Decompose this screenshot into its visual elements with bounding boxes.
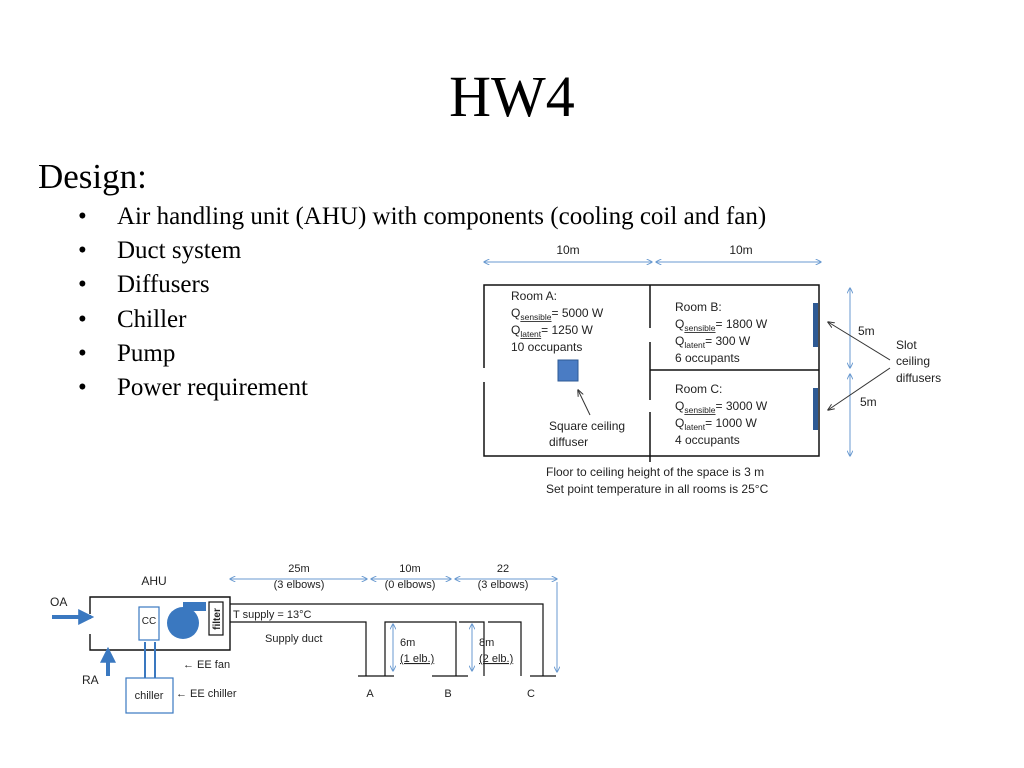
room-c-label: Room C: Qsensible= 3000 W Qlatent= 1000 … bbox=[675, 382, 768, 447]
slot-diffuser-label: ceiling bbox=[896, 354, 930, 368]
segment-label: 10m bbox=[399, 563, 420, 575]
square-ceiling-diffuser-icon bbox=[557, 359, 579, 382]
supply-temperature-label: T supply = 13°C bbox=[233, 609, 312, 621]
drop-label: 6m bbox=[400, 637, 415, 649]
pointer-arrow bbox=[828, 367, 891, 410]
svg-text:4 occupants: 4 occupants bbox=[675, 433, 740, 447]
segment-label: (3 elbows) bbox=[274, 579, 325, 591]
filter-box bbox=[208, 601, 224, 636]
segment-label: 25m bbox=[288, 563, 309, 575]
svg-text:Room C:: Room C: bbox=[675, 382, 722, 396]
design-bullet-list: Air handling unit (AHU) with components … bbox=[78, 200, 766, 405]
chiller-label: chiller bbox=[135, 690, 164, 702]
drop-label: (1 elb.) bbox=[400, 653, 434, 665]
svg-text:Qlatent= 300 W: Qlatent= 300 W bbox=[675, 334, 751, 350]
segment-label: 22 bbox=[497, 563, 509, 575]
svg-text:Qsensible= 1800 W: Qsensible= 1800 W bbox=[675, 317, 768, 333]
bullet-item: Chiller bbox=[78, 303, 766, 337]
ra-label: RA bbox=[82, 673, 99, 687]
slot-diffuser-label: diffusers bbox=[896, 371, 941, 385]
outlet-label: C bbox=[527, 688, 535, 700]
segment-label: (0 elbows) bbox=[385, 579, 436, 591]
pointer-arrow bbox=[578, 390, 591, 416]
ee-chiller-label: ← EE chiller bbox=[176, 688, 237, 700]
cooling-coil-box bbox=[138, 606, 160, 641]
pointer-arrow bbox=[828, 322, 891, 361]
svg-text:6 occupants: 6 occupants bbox=[675, 351, 740, 365]
ee-fan-label: ← EE fan bbox=[183, 659, 230, 671]
room-b-label: Room B: Qsensible= 1800 W Qlatent= 300 W… bbox=[675, 300, 768, 365]
fan-icon bbox=[167, 602, 206, 639]
floor-plan-note: Set point temperature in all rooms is 25… bbox=[546, 482, 769, 496]
svg-text:10 occupants: 10 occupants bbox=[511, 340, 582, 354]
dimension-label: 10m bbox=[729, 243, 752, 257]
ahu-label: AHU bbox=[141, 574, 166, 588]
floor-plan-note: Floor to ceiling height of the space is … bbox=[546, 465, 764, 479]
chiller-box bbox=[125, 677, 174, 714]
svg-text:Qlatent= 1250 W: Qlatent= 1250 W bbox=[511, 323, 594, 339]
segment-label: (3 elbows) bbox=[478, 579, 529, 591]
room-a-label: Room A: Qsensible= 5000 W Qlatent= 1250 … bbox=[511, 289, 604, 354]
outlet-label: B bbox=[444, 688, 451, 700]
bullet-item: Air handling unit (AHU) with components … bbox=[78, 200, 766, 234]
filter-label: filter bbox=[212, 608, 223, 630]
supply-duct-label: Supply duct bbox=[265, 633, 322, 645]
cooling-coil-label: CC bbox=[142, 616, 156, 627]
dimension-label: 5m bbox=[860, 395, 877, 409]
svg-text:Qlatent= 1000 W: Qlatent= 1000 W bbox=[675, 416, 758, 432]
svg-text:Room A:: Room A: bbox=[511, 289, 557, 303]
bullet-item: Duct system bbox=[78, 234, 766, 268]
supply-duct bbox=[230, 621, 522, 677]
dimension-label: 10m bbox=[556, 243, 579, 257]
svg-text:Room B:: Room B: bbox=[675, 300, 722, 314]
supply-duct bbox=[230, 603, 556, 677]
ahu-casing bbox=[89, 596, 231, 651]
square-diffuser-label: Square ceiling bbox=[549, 419, 625, 433]
oa-label: OA bbox=[50, 595, 67, 609]
bullet-item: Power requirement bbox=[78, 371, 766, 405]
design-heading: Design: bbox=[38, 157, 147, 196]
bullet-item: Diffusers bbox=[78, 268, 766, 302]
duct-system-diagram: AHU OA RA CC filter ← EE fan chiller ← E… bbox=[50, 563, 557, 714]
svg-text:Qsensible= 5000 W: Qsensible= 5000 W bbox=[511, 306, 604, 322]
square-diffuser-label: diffuser bbox=[549, 435, 588, 449]
drop-label: (2 elb.) bbox=[479, 653, 513, 665]
outlet-label: A bbox=[366, 688, 374, 700]
slot-diffuser-icon bbox=[813, 303, 818, 347]
bullet-item: Pump bbox=[78, 337, 766, 371]
drop-label: 8m bbox=[479, 637, 494, 649]
floor-plan: 10m 10m Room A: Qsensible= 5000 W Qlaten… bbox=[483, 243, 941, 496]
svg-text:Qsensible= 3000 W: Qsensible= 3000 W bbox=[675, 399, 768, 415]
slot-diffuser-icon bbox=[813, 388, 818, 430]
slot-diffuser-label: Slot bbox=[896, 338, 917, 352]
slide-title: HW4 bbox=[449, 64, 575, 129]
dimension-label: 5m bbox=[858, 324, 875, 338]
